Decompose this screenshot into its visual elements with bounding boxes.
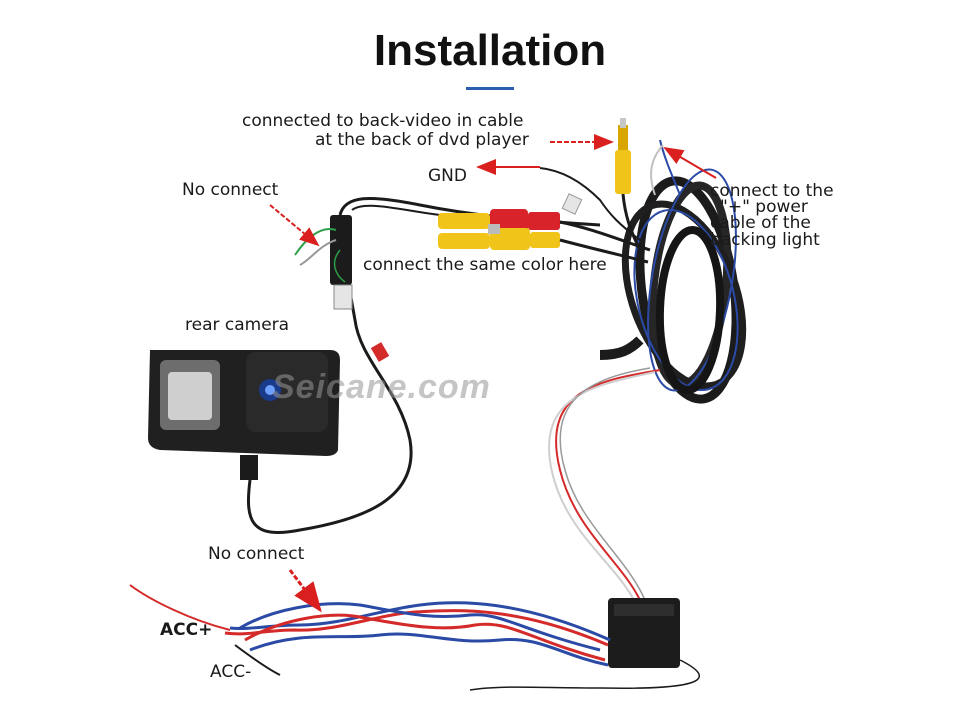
label-no-connect-top: No connect — [182, 180, 279, 200]
label-no-connect-bottom: No connect — [208, 544, 305, 564]
label-power-1: connect to the — [710, 181, 834, 201]
label-back-video-1: connected to back-video in cable — [242, 111, 524, 131]
gnd-wire — [539, 167, 641, 241]
label-same-color: connect the same color here — [363, 255, 607, 275]
power-filter-box — [608, 598, 680, 668]
label-acc-minus: ACC- — [210, 662, 252, 682]
extension-cable-coil — [621, 168, 747, 404]
label-power-2: "+" power — [720, 197, 808, 217]
page-title: Installation — [373, 26, 607, 75]
arrow-no-connect-bottom — [288, 569, 322, 613]
label-power-3: cable of the — [710, 213, 811, 233]
cable-to-box — [555, 369, 661, 601]
camera-connector — [294, 215, 353, 310]
backing-light-wire — [659, 139, 681, 196]
back-video-rca — [615, 118, 642, 251]
label-gnd: GND — [428, 166, 467, 186]
title-underline — [466, 87, 514, 90]
rca-plugs — [438, 209, 560, 250]
camera-cable — [246, 249, 413, 535]
label-back-video-2: at the back of dvd player — [315, 130, 529, 150]
arrow-no-connect-top — [269, 204, 320, 247]
rear-camera-unit — [148, 350, 340, 480]
watermark-logo: Seicane.com — [272, 368, 491, 406]
label-power-4: backing light — [710, 230, 820, 250]
arrow-backing-light — [663, 146, 717, 179]
label-rear-camera: rear camera — [185, 315, 290, 335]
label-acc-plus: ACC+ — [160, 620, 213, 640]
